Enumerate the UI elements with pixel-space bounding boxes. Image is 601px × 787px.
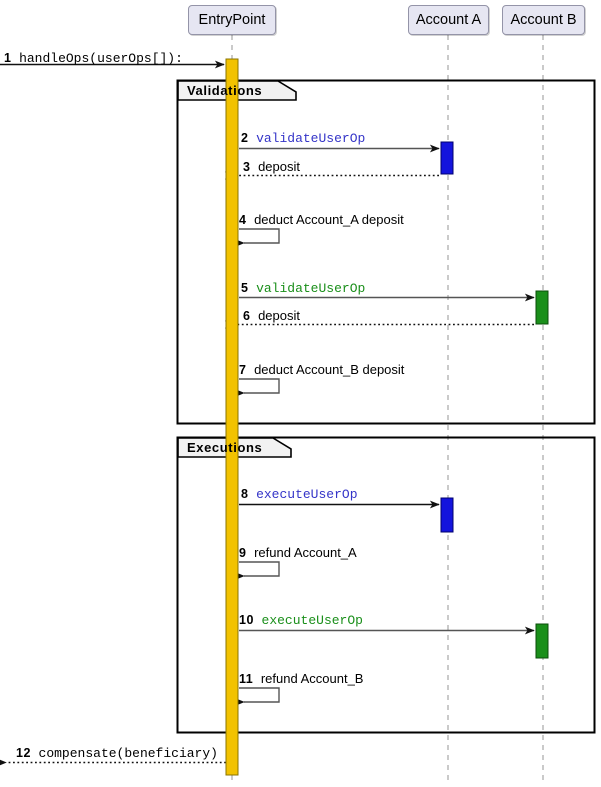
message-label-6: 6 deposit	[243, 308, 300, 324]
message-label-7: 7 deduct Account_B deposit	[239, 362, 404, 378]
message-number: 8	[241, 487, 249, 501]
participant-label: Account B	[510, 12, 577, 28]
message-text: validateUserOp	[256, 281, 366, 296]
lifelines	[231, 35, 544, 782]
message-number: 3	[243, 160, 251, 174]
message-number: 12	[16, 746, 31, 760]
arrow-msg-7	[234, 378, 280, 397]
message-number: 6	[243, 309, 251, 323]
message-label-3: 3 deposit	[243, 159, 300, 175]
message-text: deposit	[258, 308, 300, 323]
message-number: 1	[4, 51, 12, 65]
message-text: refund Account_A	[254, 545, 357, 560]
message-text: handleOps(userOps[]):	[19, 51, 183, 66]
message-number: 9	[239, 546, 247, 560]
message-text: executeUserOp	[261, 613, 363, 628]
message-label-12: 12 compensate(beneficiary)	[16, 745, 218, 761]
message-text: deduct Account_A deposit	[254, 212, 404, 227]
activation-account-b-validate	[535, 290, 549, 325]
message-label-2: 2 validateUserOp	[241, 130, 365, 146]
activation-bars	[225, 58, 549, 776]
arrow-msg-11	[234, 687, 280, 706]
arrow-msg-9	[234, 561, 280, 580]
message-number: 7	[239, 363, 247, 377]
message-text: refund Account_B	[260, 671, 364, 686]
message-label-4: 4 deduct Account_A deposit	[239, 212, 404, 228]
message-label-5: 5 validateUserOp	[241, 280, 365, 296]
message-text: executeUserOp	[256, 487, 358, 502]
message-label-9: 9 refund Account_A	[239, 545, 357, 561]
message-text: compensate(beneficiary)	[38, 746, 218, 761]
message-number: 2	[241, 131, 249, 145]
message-label-1: 1 handleOps(userOps[]):	[4, 50, 183, 66]
message-label-10: 10 executeUserOp	[239, 612, 363, 628]
message-number: 5	[241, 281, 249, 295]
message-number: 11	[239, 672, 254, 686]
message-label-8: 8 executeUserOp	[241, 486, 358, 502]
participant-label: EntryPoint	[198, 12, 266, 28]
message-text: validateUserOp	[256, 131, 366, 146]
activation-account-a-execute	[440, 497, 454, 533]
message-number: 4	[239, 213, 247, 227]
participant-account-a[interactable]: Account A	[408, 5, 489, 35]
message-text: deduct Account_B deposit	[254, 362, 405, 377]
arrow-msg-4	[234, 228, 280, 247]
activation-entrypoint	[225, 58, 239, 776]
activation-account-a-validate	[440, 141, 454, 175]
message-number: 10	[239, 613, 254, 627]
participant-account-b[interactable]: Account B	[502, 5, 585, 35]
participant-label: Account A	[415, 12, 482, 28]
message-text: deposit	[258, 159, 300, 174]
activation-account-b-execute	[535, 623, 549, 659]
participant-entrypoint[interactable]: EntryPoint	[188, 5, 276, 35]
message-label-11: 11 refund Account_B	[239, 671, 363, 687]
